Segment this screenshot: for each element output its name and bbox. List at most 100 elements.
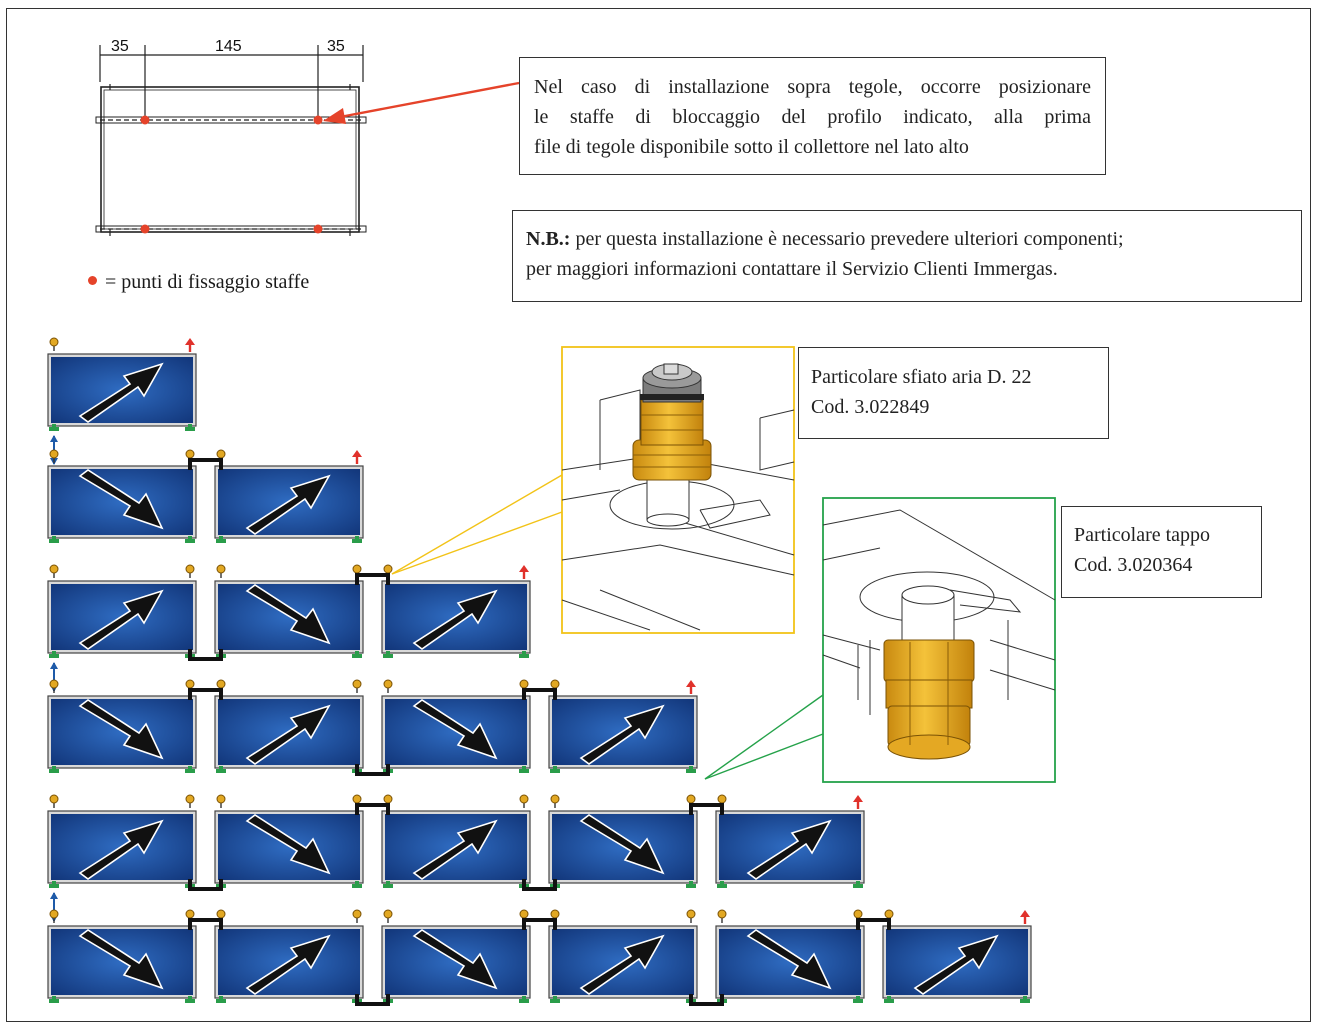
page-frame [6, 8, 1311, 1022]
collector-panel [381, 580, 531, 654]
inlet-fitting-icon [185, 424, 195, 431]
inlet-fitting-icon [853, 881, 863, 888]
air-vent-icon [49, 794, 59, 808]
air-vent-icon [49, 337, 59, 351]
collector-panel [715, 925, 865, 999]
collector-arrow-icon [245, 584, 331, 645]
collector-panel [548, 925, 698, 999]
collector-arrow-icon [78, 362, 164, 423]
fix-point-icon [88, 276, 97, 285]
legend-text: = punti di fissaggio staffe [105, 271, 310, 293]
collector-top-view [95, 45, 367, 236]
collector-arrow-icon [78, 819, 164, 880]
collector-panel [548, 695, 698, 769]
inlet-fitting-icon [185, 996, 195, 1003]
panel-connector [689, 994, 724, 1006]
inlet-fitting-icon [49, 536, 59, 543]
note-nb-line-2: per maggiori informazioni contattare il … [526, 258, 1058, 280]
inlet-fitting-icon [216, 766, 226, 773]
collector-arrow-icon [245, 934, 331, 995]
dim-center: 145 [215, 38, 242, 55]
air-vent-icon [383, 909, 393, 923]
panel-connector [188, 688, 223, 700]
inlet-fitting-icon [185, 766, 195, 773]
collector-panel [47, 810, 197, 884]
collector-arrow-icon [579, 814, 665, 875]
panel-connector [355, 803, 390, 815]
inlet-fitting-icon [884, 996, 894, 1003]
collector-panel [47, 695, 197, 769]
inlet-fitting-icon [519, 996, 529, 1003]
inlet-fitting-icon [383, 881, 393, 888]
panel-connector [188, 458, 223, 470]
inlet-fitting-icon [550, 766, 560, 773]
inlet-fitting-icon [383, 651, 393, 658]
collector-arrow-icon [579, 704, 665, 765]
collector-arrow-icon [412, 819, 498, 880]
fixing-points [140, 115, 323, 234]
outlet-arrow-icon [185, 338, 195, 352]
cap-detail-title: Particolare tappo [1074, 524, 1211, 546]
panel-connector [522, 879, 557, 891]
air-vent-icon [49, 449, 59, 463]
air-vent-icon [686, 909, 696, 923]
collector-panel [214, 925, 364, 999]
collector-panel [47, 465, 197, 539]
cap-detail-code: Cod. 3.020364 [1074, 554, 1193, 576]
collector-panel [381, 925, 531, 999]
panel-connector [355, 994, 390, 1006]
air-vent-icon [352, 909, 362, 923]
air-vent-icon [49, 679, 59, 693]
inlet-fitting-icon [352, 651, 362, 658]
collector-arrow-icon [913, 934, 999, 995]
inlet-fitting-icon [216, 996, 226, 1003]
collector-panel [47, 580, 197, 654]
dim-right: 35 [327, 38, 345, 55]
collector-panel [214, 695, 364, 769]
inlet-fitting-icon [686, 766, 696, 773]
collector-arrow-icon [78, 929, 164, 990]
collector-arrow-icon [245, 814, 331, 875]
collector-panel [47, 925, 197, 999]
panel-connector [188, 918, 223, 930]
leader-arrow-red [323, 81, 520, 124]
air-vent-icon [216, 564, 226, 578]
air-vent-icon [185, 564, 195, 578]
panel-connector [355, 573, 390, 585]
vent-detail-image [561, 346, 795, 634]
note-tiles-line-2: le staffe di bloccaggio del profilo indi… [534, 106, 1091, 128]
air-vent-icon [49, 909, 59, 923]
inlet-fitting-icon [185, 536, 195, 543]
vent-detail-code: Cod. 3.022849 [811, 396, 930, 418]
inlet-fitting-icon [49, 881, 59, 888]
air-vent-icon [550, 794, 560, 808]
cap-callout-leader [704, 694, 824, 780]
legend: = punti di fissaggio staffe [88, 270, 309, 294]
dim-left: 35 [111, 38, 129, 55]
inlet-fitting-icon [49, 651, 59, 658]
inlet-fitting-icon [550, 996, 560, 1003]
panel-connector [188, 879, 223, 891]
air-vent-icon [49, 564, 59, 578]
collector-arrow-icon [412, 699, 498, 760]
inlet-fitting-icon [853, 996, 863, 1003]
outlet-arrow-icon [853, 795, 863, 809]
inlet-fitting-icon [352, 536, 362, 543]
collector-arrow-icon [78, 699, 164, 760]
vent-detail-title: Particolare sfiato aria D. 22 [811, 366, 1032, 388]
inlet-fitting-icon [49, 766, 59, 773]
panel-connector [856, 918, 891, 930]
inlet-fitting-icon [519, 651, 529, 658]
collector-panel [882, 925, 1032, 999]
inlet-fitting-icon [717, 881, 727, 888]
dimension-labels: 35 145 35 [111, 38, 345, 55]
vent-detail-caption: Particolare sfiato aria D. 22 Cod. 3.022… [798, 347, 1109, 439]
note-tiles-installation: Nel caso di installazione sopra tegole, … [519, 57, 1106, 175]
inlet-fitting-icon [49, 996, 59, 1003]
cap-detail-caption: Particolare tappo Cod. 3.020364 [1061, 506, 1262, 598]
air-vent-icon [216, 794, 226, 808]
air-vent-icon [519, 794, 529, 808]
air-vent-icon [185, 794, 195, 808]
panel-connector [355, 764, 390, 776]
